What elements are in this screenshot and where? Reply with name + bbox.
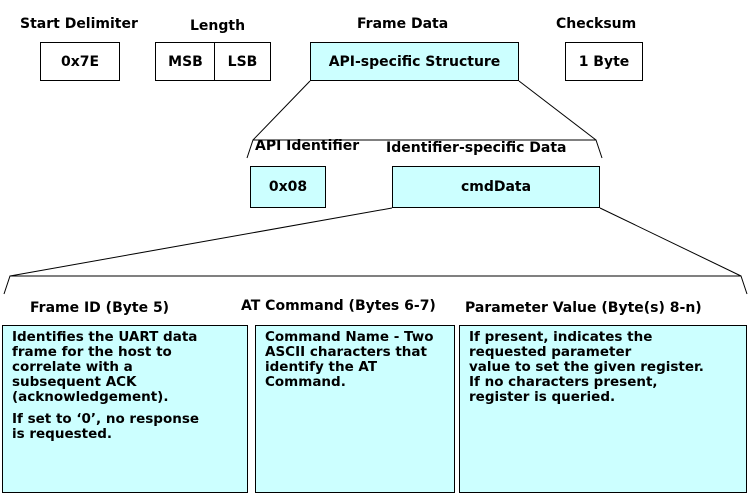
- at-command-description-paragraph-1: Command Name - Two ASCII characters that…: [265, 329, 434, 390]
- checksum-box: 1 Byte: [565, 42, 643, 81]
- at-command-description: Command Name - Two ASCII characters that…: [255, 325, 455, 493]
- connector-cmddata-right: [599, 207, 742, 277]
- start-delimiter-label: Start Delimiter: [20, 16, 138, 32]
- parameter-value-description-paragraph-1: If present, indicates the requested para…: [469, 329, 704, 405]
- frame-data-label: Frame Data: [357, 16, 449, 32]
- connector-frame-data-left: [252, 80, 311, 141]
- cmddata-box: cmdData: [392, 166, 600, 208]
- api-bracket: [246, 139, 603, 159]
- api-identifier-label: API Identifier: [255, 138, 360, 154]
- length-label: Length: [190, 18, 246, 34]
- length-msb-box: MSB: [155, 42, 215, 81]
- frame-id-description: Identifies the UART data frame for the h…: [2, 325, 248, 493]
- checksum-label: Checksum: [556, 16, 637, 32]
- parameter-value-description: If present, indicates the requested para…: [459, 325, 747, 493]
- length-lsb-box: LSB: [214, 42, 271, 81]
- frame-id-description-paragraph-2: If set to ‘0’, no response is requested.: [12, 411, 200, 442]
- frame-id-label: Frame ID (Byte 5): [30, 300, 170, 316]
- connector-frame-data-right: [518, 80, 597, 141]
- parameter-value-label: Parameter Value (Byte(s) 8-n): [465, 300, 702, 316]
- fields-bracket: [3, 275, 748, 295]
- identifier-specific-data-label: Identifier-specific Data: [386, 140, 567, 156]
- api-identifier-box: 0x08: [250, 166, 326, 208]
- frame-data-box: API-specific Structure: [310, 42, 519, 81]
- at-command-label: AT Command (Bytes 6-7): [241, 298, 436, 314]
- connector-cmddata-left: [9, 207, 393, 277]
- start-delimiter-box: 0x7E: [40, 42, 120, 81]
- frame-id-description-paragraph-1: Identifies the UART data frame for the h…: [12, 329, 198, 405]
